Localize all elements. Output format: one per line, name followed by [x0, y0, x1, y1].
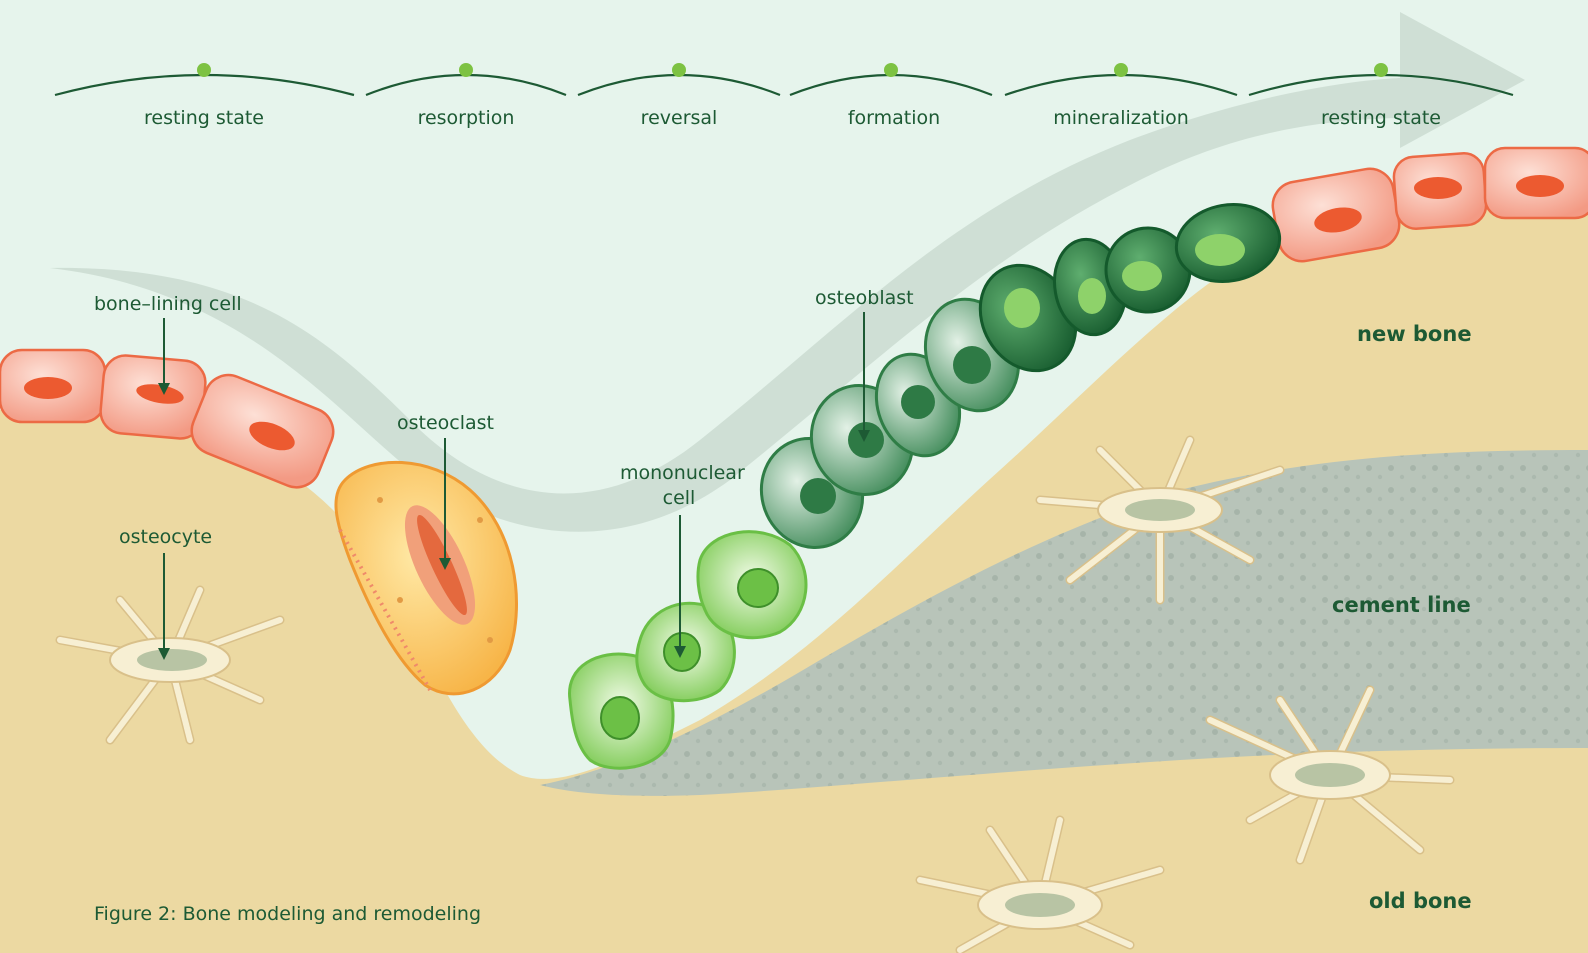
- phase-label-reversal: reversal: [569, 107, 789, 129]
- phase-dot: [672, 63, 686, 77]
- label-osteocyte: osteocyte: [119, 525, 212, 550]
- figure-caption: Figure 2: Bone modeling and remodeling: [94, 903, 481, 925]
- phase-label-resting-state: resting state: [94, 107, 314, 129]
- phase-timeline: [55, 75, 1513, 95]
- phase-label-formation: formation: [784, 107, 1004, 129]
- label-osteoblast: osteoblast: [815, 286, 914, 311]
- label-osteoclast: osteoclast: [397, 411, 494, 436]
- phase-dot: [197, 63, 211, 77]
- zone-label-new-bone: new bone: [1357, 322, 1472, 346]
- phase-dot: [1374, 63, 1388, 77]
- label-mononuclear-cell: mononuclear cell: [620, 461, 738, 511]
- label-mononuclear-line1: mononuclear: [620, 461, 738, 486]
- phase-dot: [884, 63, 898, 77]
- phase-label-resting-state-end: resting state: [1271, 107, 1491, 129]
- phase-dot: [459, 63, 473, 77]
- phase-label-mineralization: mineralization: [1011, 107, 1231, 129]
- phase-label-resorption: resorption: [356, 107, 576, 129]
- label-bone-lining-cell: bone–lining cell: [94, 292, 242, 317]
- zone-label-cement-line: cement line: [1332, 593, 1471, 617]
- zone-label-old-bone: old bone: [1369, 889, 1472, 913]
- phase-dot: [1114, 63, 1128, 77]
- label-mononuclear-line2: cell: [620, 486, 738, 511]
